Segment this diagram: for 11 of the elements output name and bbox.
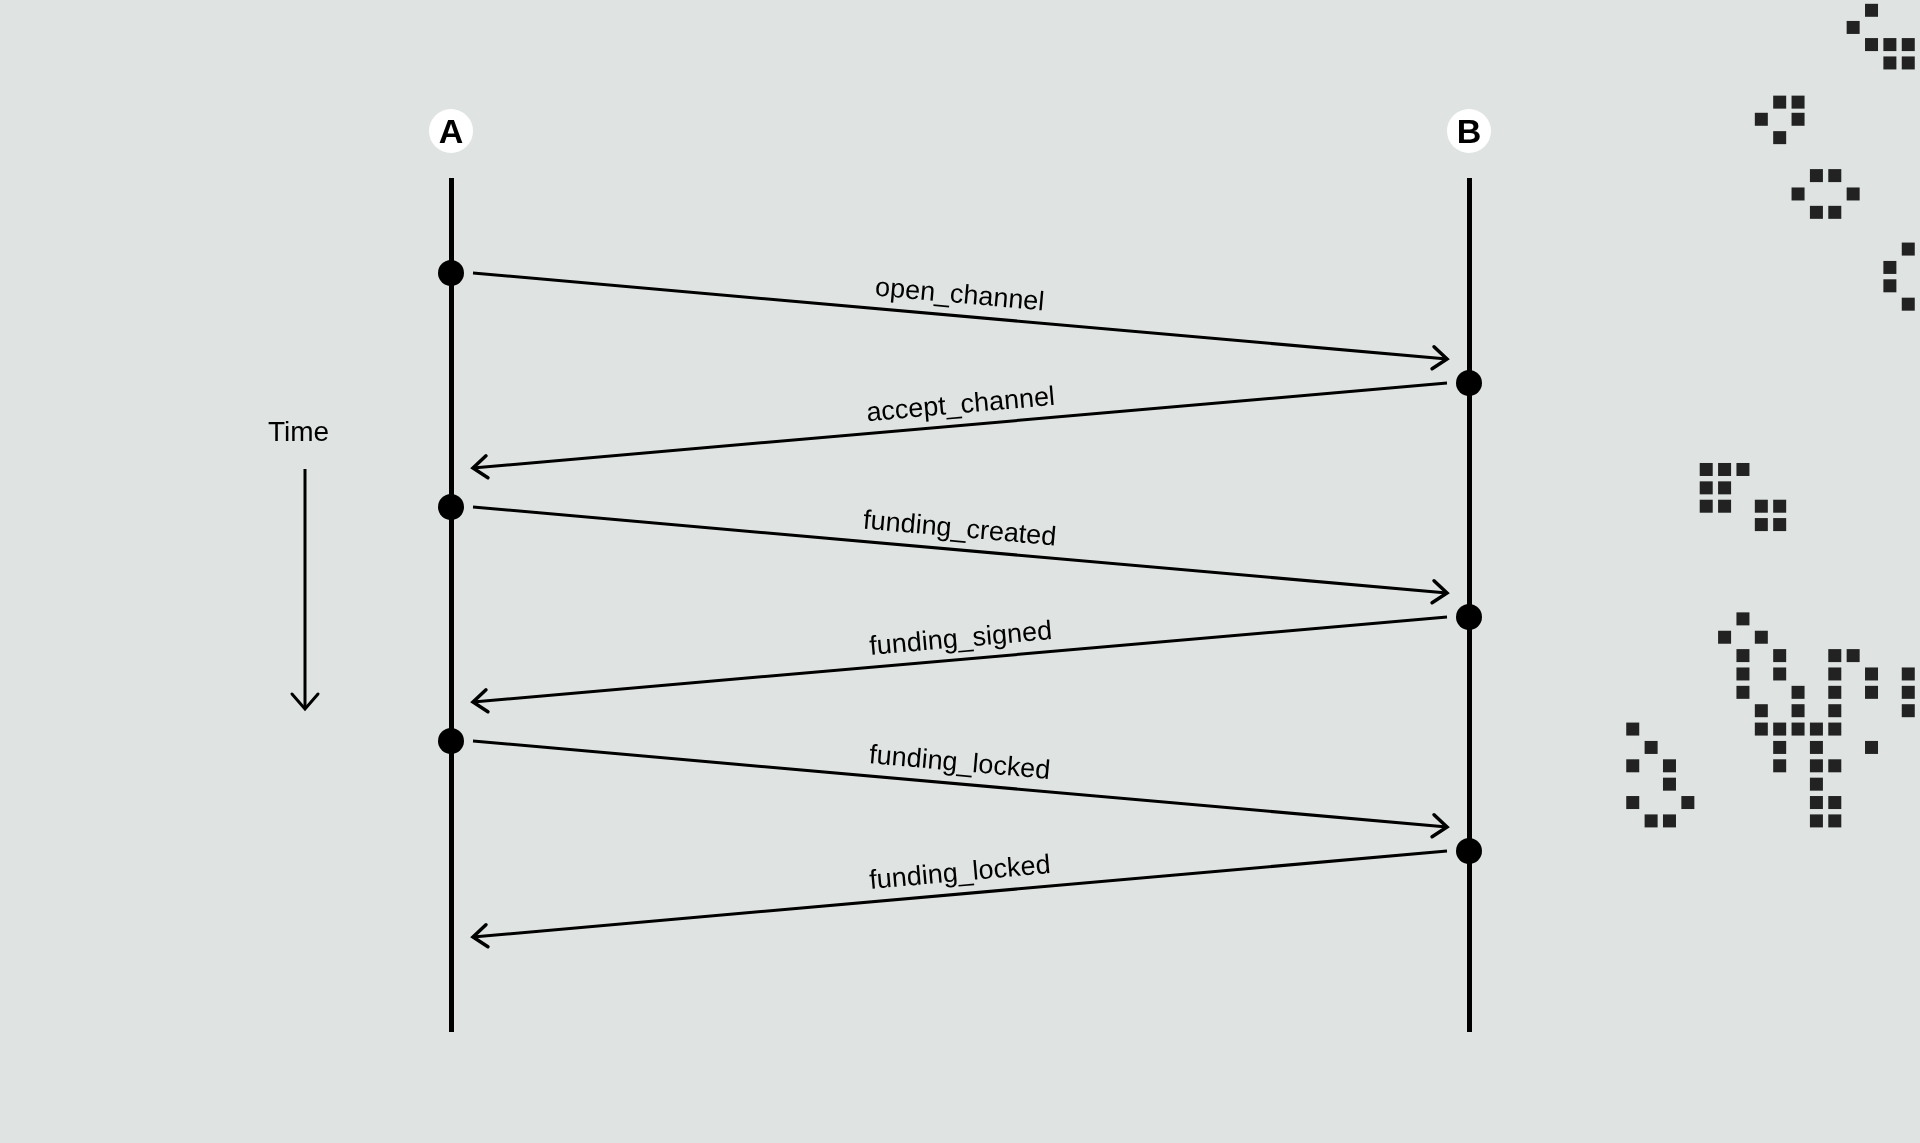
message-arrow (471, 381, 1448, 480)
participant-lifeline (1447, 109, 1491, 1032)
time-label: Time (268, 416, 330, 448)
message-arrow (471, 615, 1448, 714)
message-arrow (471, 849, 1448, 949)
participant-badge: A (429, 109, 473, 153)
participant-badge: B (1447, 109, 1491, 153)
message-arrow (472, 739, 1449, 839)
message-arrow (472, 505, 1449, 605)
message-arrow (472, 271, 1449, 371)
participant-lifeline (429, 109, 473, 1032)
